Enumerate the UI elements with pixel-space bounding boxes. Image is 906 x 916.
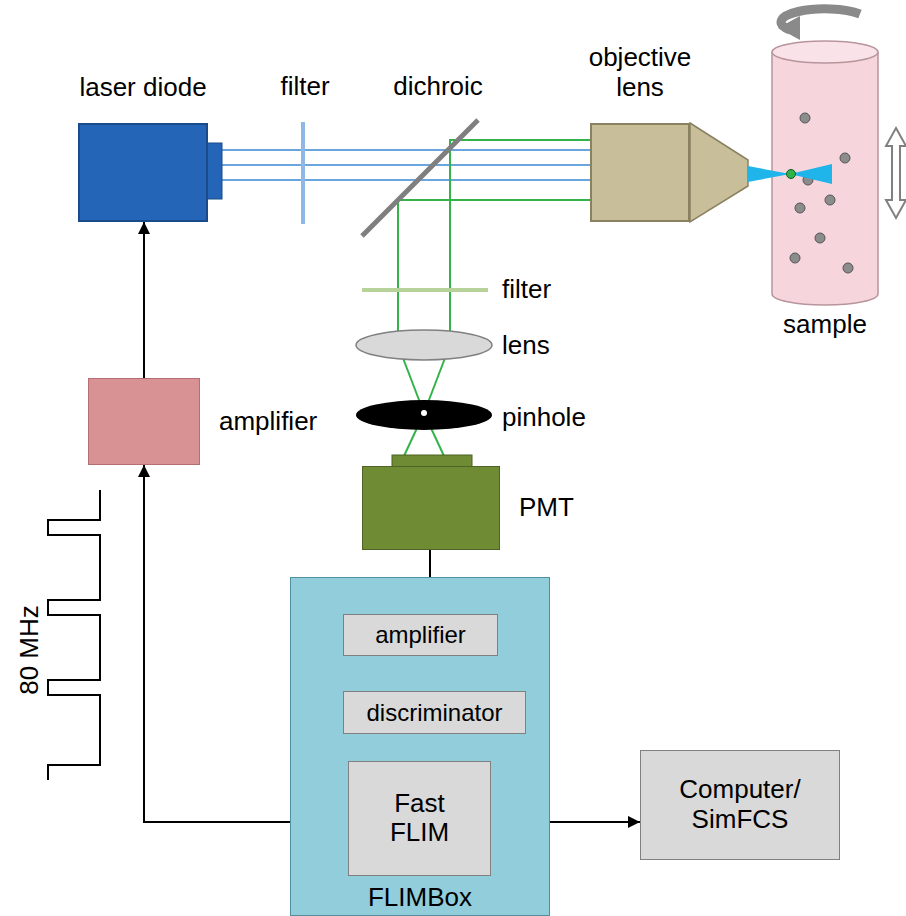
process-box: Fast FLIM bbox=[348, 761, 491, 876]
node-label: amplifier bbox=[219, 407, 317, 437]
pmt-box: PMT bbox=[362, 466, 500, 550]
sample-cylinder-outline bbox=[770, 40, 880, 306]
node-label: laser diode bbox=[79, 73, 206, 103]
process-box: discriminator bbox=[343, 691, 526, 734]
optic-label: filter bbox=[502, 275, 551, 305]
optic-label: filter bbox=[280, 72, 329, 102]
objective-lens-body: objective lens bbox=[590, 123, 690, 222]
process-box: amplifier bbox=[343, 614, 498, 656]
node-label: Fast FLIM bbox=[375, 789, 465, 849]
laser-diode-box: laser diode bbox=[78, 123, 208, 222]
amplifier-box: amplifier bbox=[88, 378, 200, 465]
node-label: sample bbox=[783, 310, 867, 340]
sample-cylinder: sample bbox=[770, 40, 880, 306]
flimbox-panel: FLIMBox amplifier discriminatorFast FLIM bbox=[290, 577, 550, 916]
frequency-label: 80 MHz bbox=[15, 605, 45, 695]
node-label: discriminator bbox=[366, 699, 502, 727]
node-label: Computer/ SimFCS bbox=[665, 775, 815, 835]
optic-label: dichroic bbox=[393, 72, 483, 102]
node-label: objective lens bbox=[580, 43, 700, 103]
node-label: FLIMBox bbox=[368, 883, 472, 913]
node-label: PMT bbox=[519, 493, 574, 523]
optic-label: lens bbox=[502, 331, 550, 361]
node-label: amplifier bbox=[375, 621, 466, 649]
signal-arrow bbox=[143, 222, 145, 378]
computer-box: Computer/ SimFCS bbox=[640, 750, 840, 860]
optic-label: pinhole bbox=[502, 403, 586, 433]
